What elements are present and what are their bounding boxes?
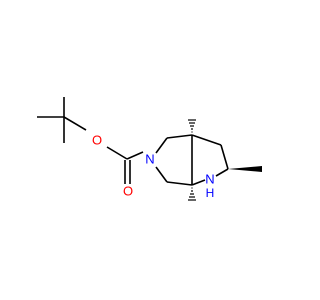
atom-nh-n: N bbox=[205, 171, 214, 186]
wedge-bond-methyl bbox=[228, 166, 262, 172]
bond-carbonyl-c-to-n bbox=[126, 151, 144, 160]
bond-tbutyl-to-ester-o bbox=[63, 116, 87, 131]
hash-bond-bottom-h bbox=[188, 187, 196, 201]
bond-n-to-ch2-bottom bbox=[155, 166, 168, 183]
bond-ch2-top-to-c3a bbox=[166, 134, 193, 139]
bond-ch2-bottom-to-c6a bbox=[166, 181, 193, 186]
bond-c3a-to-ch2 bbox=[191, 134, 222, 146]
bond-nh-to-c6a bbox=[191, 179, 206, 186]
bond-ch2-to-c2 bbox=[220, 144, 229, 170]
structure-diagram: O O N bbox=[37, 97, 262, 201]
atom-o-carbonyl: O bbox=[123, 183, 133, 198]
atom-o-ether: O bbox=[92, 132, 102, 147]
hash-bond-top-h bbox=[188, 119, 196, 133]
bond-n-to-ch2-top bbox=[155, 137, 168, 154]
bond-ester-o-to-carbonyl-c bbox=[106, 146, 128, 160]
bond-c2-to-nh bbox=[215, 168, 229, 177]
molecule-canvas: O O N bbox=[37, 97, 262, 201]
atom-nh-h: H bbox=[206, 186, 215, 200]
atom-n-ring: N bbox=[145, 151, 154, 166]
